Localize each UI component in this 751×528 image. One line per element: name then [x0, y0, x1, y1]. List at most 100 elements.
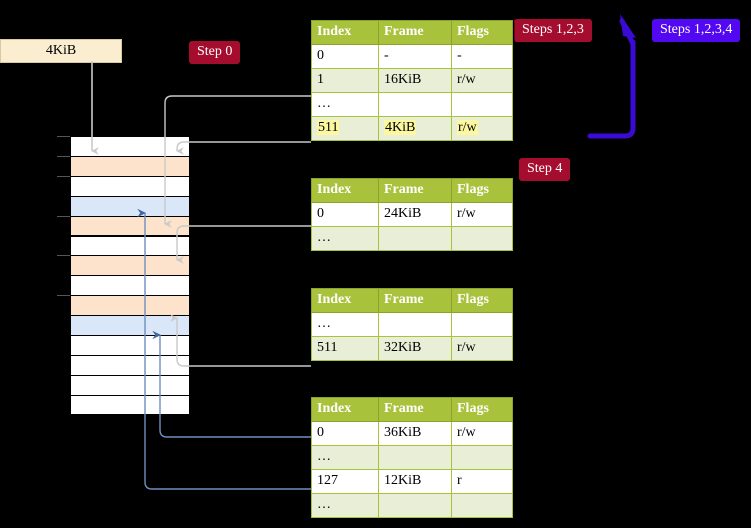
- badge-steps-123: Steps 1,2,3: [514, 19, 592, 42]
- cell-frame: 16KiB: [378, 68, 452, 93]
- memory-row: [70, 275, 190, 296]
- memory-row-tick: [57, 215, 70, 217]
- cell-index: …: [311, 493, 379, 518]
- column-header-frame: Frame: [378, 178, 452, 203]
- connector-table2-row0: [176, 225, 311, 264]
- cell-frame: 24KiB: [378, 202, 452, 227]
- cell-index: …: [311, 226, 379, 251]
- column-header-flags: Flags: [451, 20, 513, 45]
- table-row: …: [311, 312, 513, 337]
- cell-flags: [451, 312, 513, 337]
- column-header-index: Index: [311, 20, 379, 45]
- memory-row: [70, 394, 190, 415]
- memory-row: [70, 295, 190, 316]
- cell-flags: [451, 493, 513, 518]
- cell-index: 511: [311, 336, 379, 361]
- cell-flags: r/w: [451, 421, 513, 446]
- cell-flags: -: [451, 44, 513, 69]
- cell-frame: 12KiB: [378, 469, 452, 494]
- column-header-frame: Frame: [378, 288, 452, 313]
- highlight-span: 4KiB: [384, 120, 417, 135]
- cell-index: …: [311, 312, 379, 337]
- table-row: 0--: [311, 44, 513, 69]
- memory-row: [70, 374, 190, 395]
- badge-step0: Step 0: [189, 41, 241, 64]
- memory-row: [70, 155, 190, 176]
- table-row: …: [311, 92, 513, 117]
- column-header-flags: Flags: [451, 397, 513, 422]
- cell-flags: r/w: [451, 68, 513, 93]
- cell-frame: [378, 445, 452, 470]
- memory-row-tick: [57, 255, 70, 257]
- memory-row: [70, 335, 190, 355]
- badge-steps-123-label: Steps 1,2,3: [522, 22, 584, 37]
- cell-index: 0: [311, 202, 379, 227]
- column-header-index: Index: [311, 288, 379, 313]
- column-header-index: Index: [311, 178, 379, 203]
- column-header-frame: Frame: [378, 20, 452, 45]
- column-header-index: Index: [311, 397, 379, 422]
- badge-steps-1234: Steps 1,2,3,4: [652, 19, 741, 42]
- badge-step0-label: Step 0: [197, 44, 233, 59]
- cell-index: 511: [311, 116, 379, 141]
- cell-index: …: [311, 92, 379, 117]
- memory-row: [70, 354, 190, 375]
- table-row: …: [311, 445, 513, 470]
- memory-row: [70, 136, 190, 156]
- memory-row: [70, 175, 190, 196]
- cell-frame: 36KiB: [378, 421, 452, 446]
- cell-flags: r/w: [451, 116, 513, 141]
- cell-index: 1: [311, 68, 379, 93]
- physical-memory-column: [57, 136, 190, 415]
- badge-step4: Step 4: [519, 158, 571, 181]
- badge-step4-label: Step 4: [527, 161, 563, 176]
- cell-flags: r: [451, 469, 513, 494]
- cell-index: 127: [311, 469, 379, 494]
- highlight-span: r/w: [457, 120, 478, 135]
- cell-flags: r/w: [451, 202, 513, 227]
- highlight-span: 511: [317, 120, 340, 135]
- cell-flags: [451, 445, 513, 470]
- badge-steps-1234-label: Steps 1,2,3,4: [660, 22, 733, 37]
- cell-frame: [378, 226, 452, 251]
- cell-flags: [451, 92, 513, 117]
- memory-row: [70, 235, 190, 256]
- memory-row: [70, 215, 190, 236]
- cell-index: …: [311, 445, 379, 470]
- table-row: …: [311, 226, 513, 251]
- connector-table3-row511: [170, 314, 311, 367]
- cell-frame: -: [378, 44, 452, 69]
- table-row: …: [311, 493, 513, 518]
- cell-flags: r/w: [451, 336, 513, 361]
- memory-row-tick: [57, 136, 70, 137]
- cell-index: 0: [311, 421, 379, 446]
- memory-row: [70, 315, 190, 335]
- column-header-flags: Flags: [451, 288, 513, 313]
- cell-frame: [378, 493, 452, 518]
- memory-row: [70, 255, 190, 276]
- cell-frame: [378, 312, 452, 337]
- memory-row-tick: [57, 295, 70, 297]
- memory-row-tick: [57, 175, 70, 177]
- cell-frame: 4KiB: [378, 116, 452, 141]
- column-header-frame: Frame: [378, 397, 452, 422]
- cell-frame: [378, 92, 452, 117]
- cell-frame: 32KiB: [378, 336, 452, 361]
- column-header-flags: Flags: [451, 178, 513, 203]
- memory-row: [70, 195, 190, 216]
- memory-block-label: 4KiB: [45, 43, 77, 58]
- cell-index: 0: [311, 44, 379, 69]
- memory-row-tick: [57, 155, 70, 157]
